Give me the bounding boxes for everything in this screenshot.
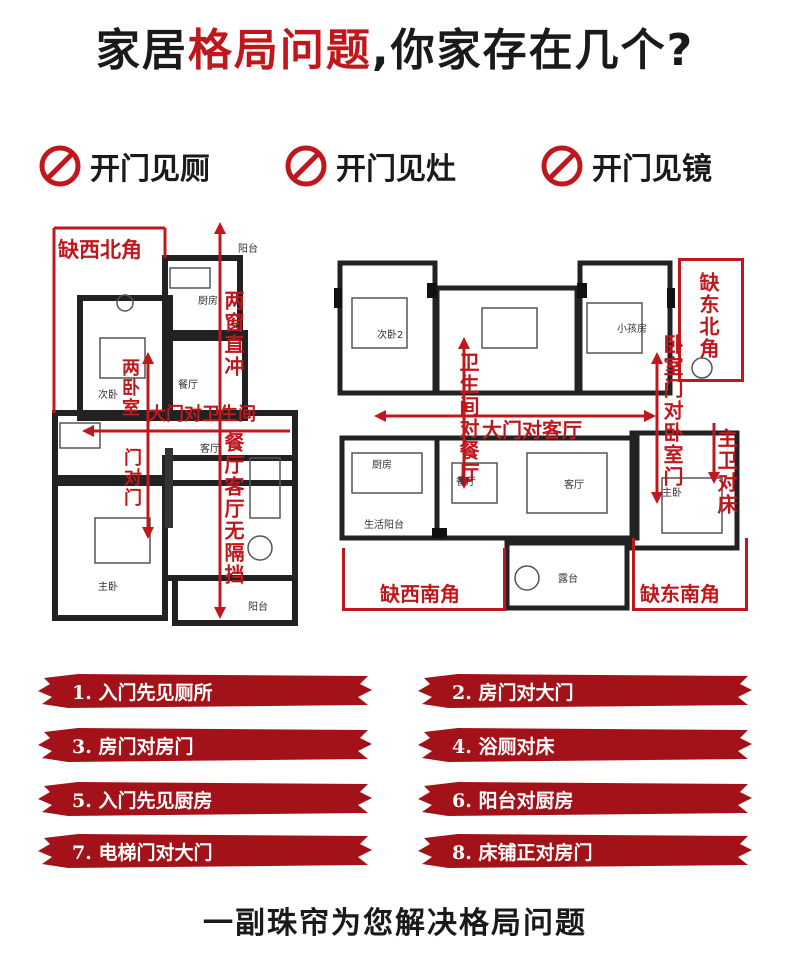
room-living: 客厅 [564, 480, 584, 491]
brush-stroke-shape [418, 674, 752, 708]
warning-label: 开门见厕 [90, 152, 210, 187]
problem-item: 7. 电梯门对大门 [38, 830, 372, 872]
label-two-windows: 两窗直冲 [221, 290, 245, 378]
title-part2: ,你家存在几个? [371, 25, 695, 76]
problem-label: 7. 电梯门对大门 [72, 841, 213, 864]
room-kitchen: 厨房 [198, 296, 218, 307]
problem-label: 1. 入门先见厕所 [72, 681, 213, 704]
missing-northeast-box [678, 258, 744, 382]
page-title: 家居格局问题,你家存在几个? [0, 14, 790, 78]
room-balcony: 阳台 [238, 244, 258, 255]
floor-plan-right-drawing [334, 260, 740, 611]
room-master: 主卧 [662, 488, 682, 499]
problem-label: 4. 浴厕对床 [452, 735, 555, 758]
missing-southeast-box [632, 538, 748, 611]
footer-slogan: 一副珠帘为您解决格局问题 [203, 906, 587, 941]
label-bath-to-bed: 主卫对床 [714, 428, 738, 516]
label-missing-southwest: 缺西南角 [380, 582, 460, 606]
problem-item: 8. 床铺正对房门 [418, 830, 752, 872]
label-bedroom-doors: 卧室门对卧室门 [660, 334, 684, 488]
problem-item: 1. 入门先见厕所 [38, 670, 372, 712]
title-highlight: 格局问题 [187, 25, 372, 76]
room-balcony: 生活阳台 [364, 520, 404, 531]
room-kitchen: 厨房 [372, 460, 392, 471]
brush-stroke-shape [418, 834, 752, 868]
room-second-bedroom: 次卧 [98, 390, 118, 401]
room-balcony: 阳台 [248, 602, 268, 613]
room-dining: 餐厅 [178, 380, 198, 391]
warning-mirror: 开门见镜 [540, 140, 712, 192]
problem-item: 6. 阳台对厨房 [418, 778, 752, 820]
label-doors-facing: 门对门 [121, 448, 142, 508]
problem-label: 6. 阳台对厨房 [452, 789, 574, 812]
problem-label: 3. 房门对房门 [72, 735, 194, 758]
brush-stroke-shape [38, 674, 372, 708]
warning-label: 开门见灶 [336, 152, 456, 187]
problem-item: 3. 房门对房门 [38, 724, 372, 766]
label-missing-southeast: 缺东南角 [640, 582, 720, 606]
prohibited-icon [541, 145, 583, 187]
floor-plan-left-drawing [52, 222, 298, 626]
brush-stroke-shape [418, 728, 752, 762]
floor-plan-right: 缺东北角 卫生间对餐厅 大门对客厅 卧室门对卧室门 主卫对床 缺西南角 缺东南角… [332, 248, 752, 618]
prohibited-icon [39, 145, 81, 187]
problem-item: 4. 浴厕对床 [418, 724, 752, 766]
room-second-bedroom: 次卧2 [377, 330, 404, 341]
brush-stroke-shape [38, 728, 372, 762]
room-living: 客厅 [200, 444, 220, 455]
brush-stroke-shape [418, 782, 752, 816]
label-bedrooms-facing: 两卧室 [119, 358, 140, 418]
floor-plan-left: 缺西北角 两窗直冲 两卧室 大门对卫生间 门对门 餐厅客厅无隔挡 阳台 厨房 餐… [40, 218, 310, 638]
room-master: 主卧 [98, 582, 118, 593]
problem-label: 2. 房门对大门 [452, 681, 574, 704]
label-missing-northeast: 缺东北角 [696, 272, 720, 360]
room-terrace: 露台 [558, 574, 578, 585]
missing-southwest-box [342, 548, 506, 611]
label-door-to-living: 大门对客厅 [482, 418, 582, 442]
warning-toilet: 开门见厕 [38, 140, 210, 192]
room-small-bedroom: 小孩房 [617, 324, 647, 335]
room-dining: 餐厅 [456, 477, 476, 488]
title-part1: 家居 [95, 25, 188, 76]
warning-row: 开门见厕 开门见灶 开门见镜 [0, 140, 790, 192]
label-bath-to-dining: 卫生间对餐厅 [456, 352, 480, 484]
warning-label: 开门见镜 [592, 152, 712, 187]
problem-label: 8. 床铺正对房门 [452, 841, 593, 864]
problem-item: 2. 房门对大门 [418, 670, 752, 712]
warning-stove: 开门见灶 [284, 140, 456, 192]
problem-item: 5. 入门先见厨房 [38, 778, 372, 820]
label-no-partition: 餐厅客厅无隔挡 [221, 432, 245, 586]
label-missing-northwest: 缺西北角 [58, 238, 142, 262]
brush-stroke-shape [38, 834, 372, 868]
prohibited-icon [285, 145, 327, 187]
label-door-to-toilet: 大门对卫生间 [148, 404, 256, 425]
brush-stroke-shape [38, 782, 372, 816]
problem-label: 5. 入门先见厨房 [72, 789, 213, 812]
